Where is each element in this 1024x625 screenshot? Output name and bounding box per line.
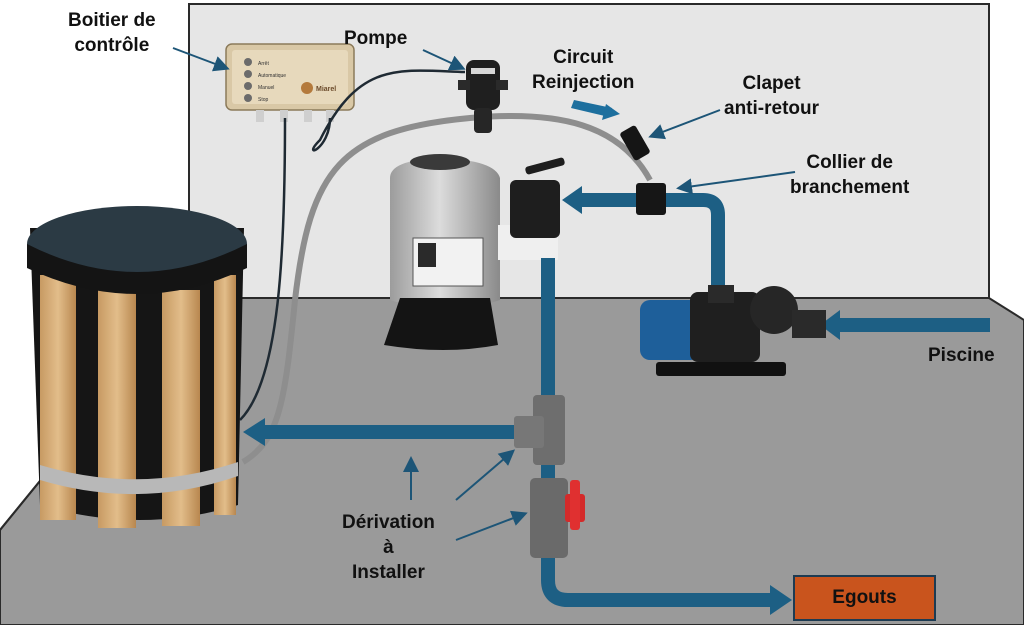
pump-unit bbox=[458, 60, 508, 133]
control-box: Arrêt Automatique Manuel Stop Miarel bbox=[225, 43, 355, 122]
bypass-fittings bbox=[514, 395, 585, 558]
check-valve bbox=[620, 125, 650, 161]
cable-barrel bbox=[239, 117, 287, 421]
pool-label: Piscine bbox=[928, 345, 995, 366]
pool-pump bbox=[640, 285, 826, 376]
panel-line-3: Manuel bbox=[258, 85, 274, 91]
panel-line-4: Stop bbox=[258, 97, 269, 103]
reinjection-arrow bbox=[571, 100, 612, 117]
rainwater-barrel bbox=[27, 206, 247, 528]
sand-filter bbox=[384, 154, 565, 350]
sewer-box: Egouts bbox=[793, 575, 936, 621]
panel-brand: Miarel bbox=[316, 86, 336, 93]
cable-pump bbox=[312, 69, 466, 152]
pipework bbox=[262, 193, 990, 607]
callout-arrows bbox=[172, 47, 796, 541]
arrow-to-barrel bbox=[243, 418, 265, 446]
pump-label: Pompe bbox=[344, 28, 408, 49]
reinjection-hose bbox=[241, 113, 653, 465]
panel-line-1: Arrêt bbox=[258, 61, 269, 67]
arrow-from-pool bbox=[820, 310, 840, 340]
arrow-to-sewer bbox=[770, 585, 792, 615]
panel-line-2: Automatique bbox=[258, 73, 286, 79]
reinjection-arrow-tip bbox=[602, 104, 620, 120]
branch-collar bbox=[636, 183, 666, 215]
arrow-filter-inlet bbox=[562, 186, 582, 214]
sewer-label: Egouts bbox=[832, 587, 897, 608]
